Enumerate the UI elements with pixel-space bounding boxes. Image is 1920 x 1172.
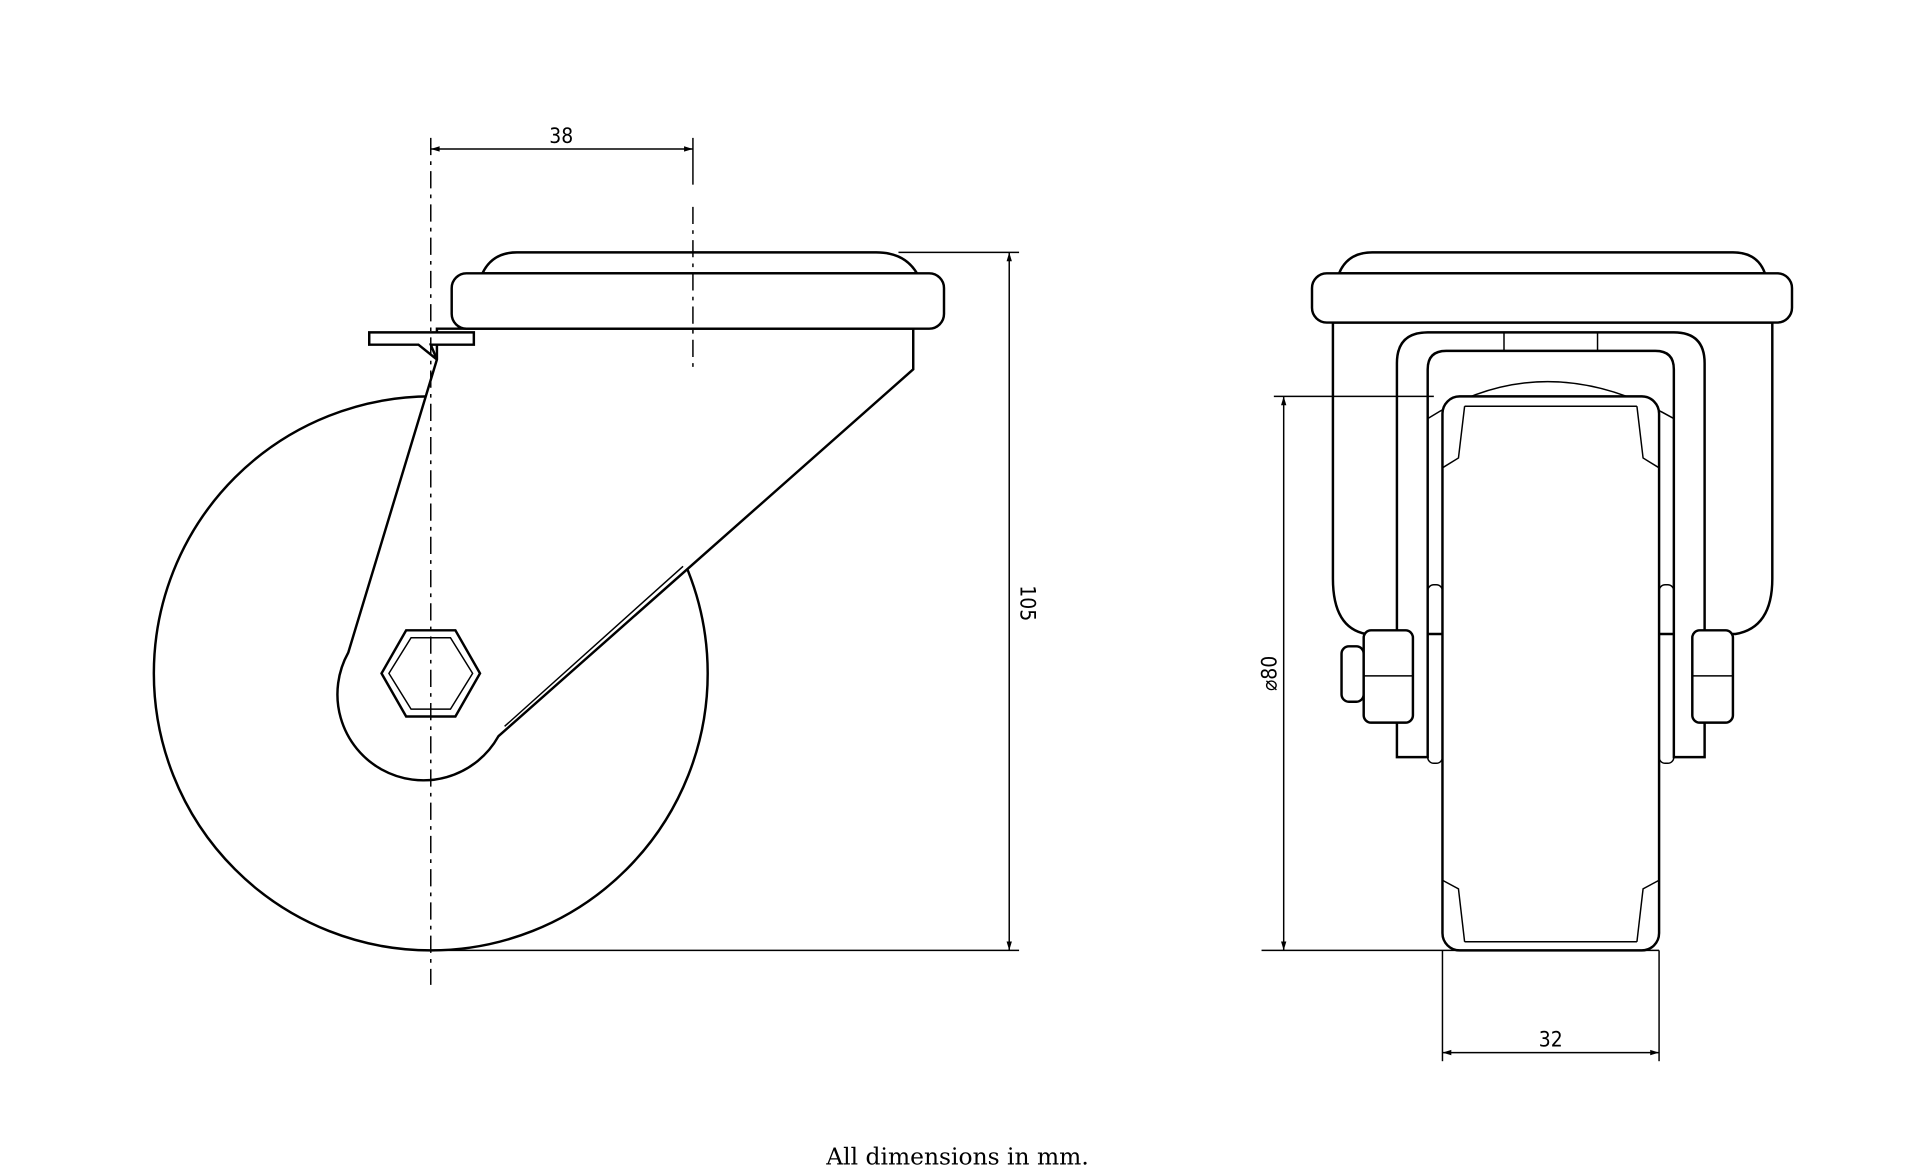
swivel-bracket <box>336 327 915 782</box>
tire-profile <box>1442 405 1660 943</box>
top-plate-front <box>1310 272 1794 324</box>
hub-left <box>1426 584 1444 765</box>
side-view: 38 105 <box>152 124 1039 985</box>
bracket-inner-edge <box>504 565 684 727</box>
dim-width-label: 32 <box>1539 1027 1563 1051</box>
front-view: ⌀80 32 <box>1257 251 1794 1062</box>
wheel-front <box>1441 395 1661 952</box>
dim-offset-label: 38 <box>549 124 573 148</box>
axle-end-icon <box>1340 645 1365 703</box>
caption: All dimensions in mm. <box>825 1143 1088 1171</box>
lock-tab <box>368 331 476 361</box>
dim-height-label: 105 <box>1015 585 1039 621</box>
dim-diameter-label: ⌀80 <box>1257 656 1281 691</box>
hub-right <box>1658 584 1675 765</box>
top-plate-dome <box>480 251 920 275</box>
hub-nut-chamfer <box>388 636 474 710</box>
top-plate <box>450 272 946 330</box>
top-plate-dome-front <box>1337 251 1767 275</box>
